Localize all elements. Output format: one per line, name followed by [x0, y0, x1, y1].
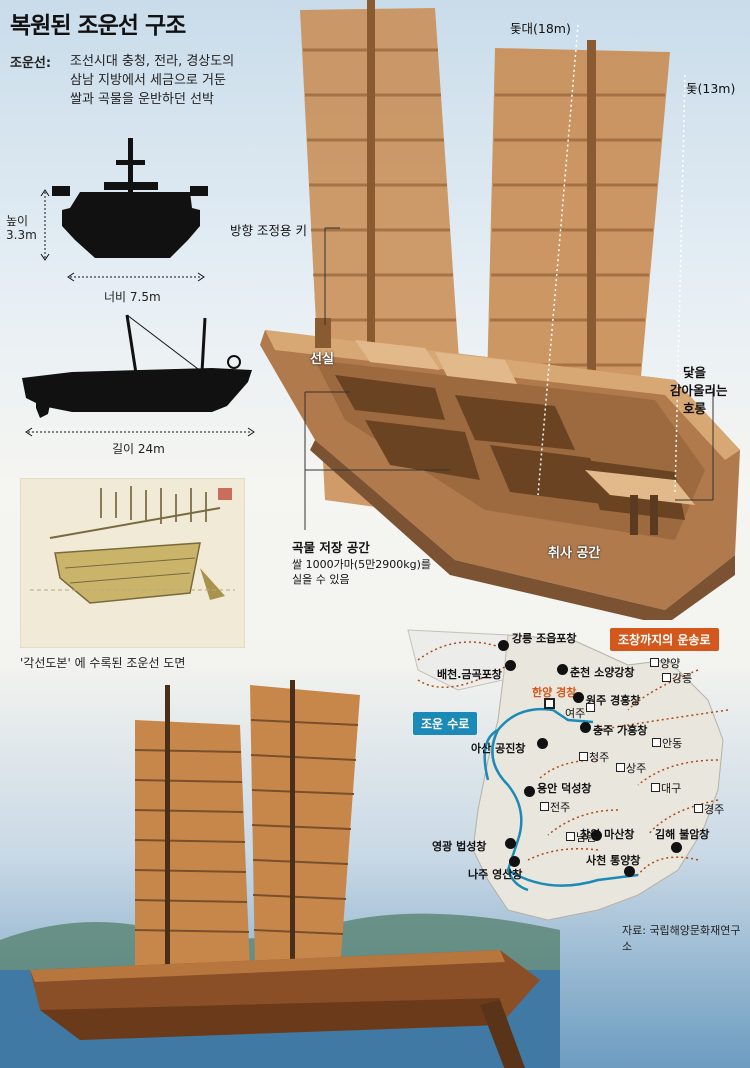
granary-marker	[505, 660, 516, 671]
transport-route-tag: 조창까지의 운송로	[610, 628, 719, 651]
side-silhouette-diagram	[22, 314, 255, 437]
granary-marker	[624, 866, 635, 877]
sea-route-tag: 조운 수로	[413, 712, 478, 735]
winch-label-line: 닻을	[683, 365, 707, 380]
granary-label: 나주 영산창	[468, 868, 523, 881]
granary-marker	[557, 664, 568, 675]
restored-ship-photo	[0, 680, 560, 1068]
front-mast	[587, 40, 596, 530]
town-marker	[579, 752, 588, 761]
definition-line: 조선시대 충청, 전라, 경상도의	[70, 54, 235, 69]
sea-route-line	[483, 708, 639, 892]
definition-line: 삼남 지방에서 세금으로 거둔	[70, 73, 226, 88]
storage-desc: 실을 수 있음	[292, 573, 350, 586]
granary-marker	[498, 640, 509, 651]
ship-structure-diagram	[260, 0, 740, 620]
width-label: 너비 7.5m	[104, 290, 161, 304]
granary-marker	[591, 830, 602, 841]
storage-desc: 쌀 1000가마(5만2900kg)를	[292, 558, 432, 571]
rear-mast	[367, 0, 375, 400]
town-label: 청주	[589, 751, 610, 764]
source-credit: 자료: 국립해양문화재연구소	[622, 924, 741, 953]
definition-term: 조운선:	[10, 56, 52, 71]
page-title: 복원된 조운선 구조	[10, 13, 186, 39]
storage-label: 곡물 저장 공간	[292, 540, 370, 555]
granary-marker	[524, 786, 535, 797]
town-marker	[694, 804, 703, 813]
granary-label: 사천 통양창	[586, 854, 641, 867]
photo-sail-rear	[134, 720, 250, 970]
sail-height-label: 돛(13m)	[686, 81, 736, 96]
town-marker	[652, 738, 661, 747]
town-label: 대구	[661, 782, 682, 795]
mast-height-label: 돛대(18m)	[510, 21, 571, 36]
granary-marker	[509, 856, 520, 867]
town-label: 안동	[662, 737, 683, 750]
ship-front-silhouette	[52, 138, 208, 258]
town-marker	[586, 703, 595, 712]
capital-label: 한양 경창	[532, 686, 577, 699]
photo-hull	[30, 950, 540, 1068]
winch-label-line: 호롱	[683, 401, 707, 416]
town-label: 강릉	[672, 672, 693, 685]
town-marker	[651, 783, 660, 792]
town-marker	[616, 763, 625, 772]
granary-label: 강릉 조읍포창	[512, 632, 577, 645]
ship-hull	[260, 318, 740, 620]
granary-marker	[671, 842, 682, 853]
town-label: 양양	[660, 657, 681, 670]
town-label: 남원	[576, 831, 597, 844]
granary-marker	[573, 692, 584, 703]
height-label: 높이	[6, 214, 29, 228]
rudder-label: 방향 조정용 키	[230, 223, 307, 238]
photo-sail-front	[250, 685, 360, 970]
granary-label: 충주 가흥창	[593, 724, 648, 737]
granary-marker	[537, 738, 548, 749]
historical-drawing-image	[20, 478, 245, 648]
town-label: 여주	[565, 707, 586, 720]
town-label: 상주	[626, 762, 647, 775]
granary-label: 영광 법성창	[432, 840, 487, 853]
town-marker	[540, 802, 549, 811]
capital-marker	[544, 698, 555, 709]
ship-side-silhouette	[22, 314, 252, 418]
kitchen-label: 취사 공간	[548, 546, 601, 561]
granary-label: 배천.금곡포창	[437, 668, 502, 681]
land-transport-arrows	[417, 641, 729, 876]
granary-label: 아산 공진창	[471, 742, 526, 755]
town-marker	[662, 673, 671, 682]
town-label: 경주	[704, 803, 725, 816]
town-marker	[566, 832, 575, 841]
granary-label: 원주 경흥창	[586, 694, 641, 707]
transport-route-map	[407, 629, 729, 921]
granary-label: 춘천 소양강창	[570, 666, 635, 679]
granary-label: 용안 덕성창	[537, 782, 592, 795]
town-marker	[650, 658, 659, 667]
winch-label-line: 감아올리는	[670, 383, 728, 398]
granary-label: 창원 마산창	[580, 828, 635, 841]
granary-label: 김해 불암창	[655, 828, 710, 841]
drawing-caption: '각선도본' 에 수록된 조운선 도면	[20, 656, 186, 670]
definition-line: 쌀과 곡물을 운반하던 선박	[70, 92, 214, 107]
granary-marker	[505, 838, 516, 849]
height-value: 3.3m	[6, 228, 37, 242]
length-label: 길이 24m	[112, 442, 165, 456]
cabin-label: 선실	[310, 352, 334, 367]
granary-marker	[580, 722, 591, 733]
town-label: 전주	[550, 801, 571, 814]
front-silhouette-diagram	[40, 138, 208, 282]
